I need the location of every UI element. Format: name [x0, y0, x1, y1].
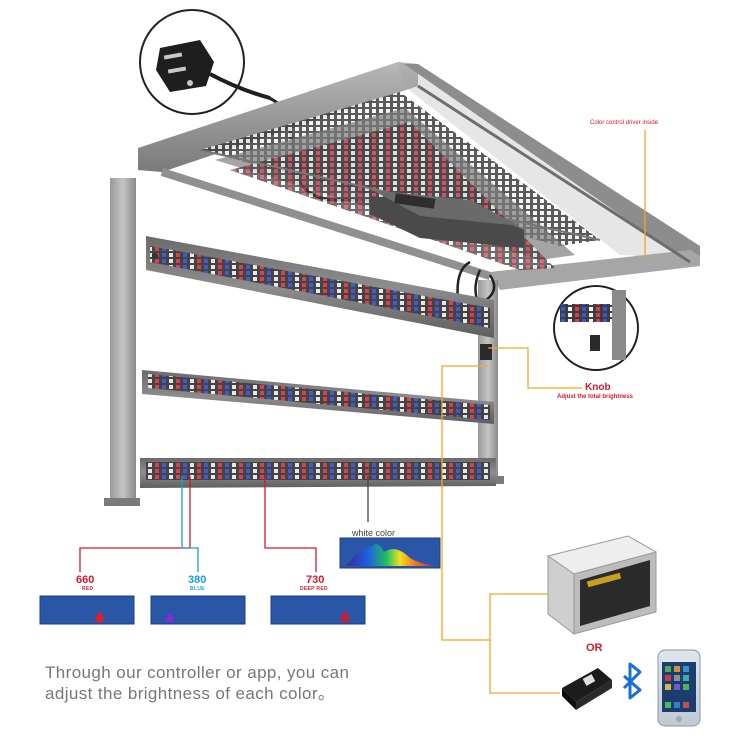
caption-line-2: adjust the brightness of each color。	[45, 684, 336, 703]
channel-730-nm: 730	[306, 574, 325, 586]
wifi-dongle-icon	[562, 668, 612, 710]
color-driver-label: Color control driver inside	[590, 120, 659, 126]
or-label: OR	[586, 642, 603, 654]
blue-380-line	[181, 476, 199, 572]
knob-subtitle: Adjust the total brightness	[557, 394, 634, 400]
red-660-line	[79, 476, 191, 572]
knob-title: Knob	[585, 382, 611, 393]
spectrum-660	[39, 595, 135, 625]
channel-660-name: RED	[82, 586, 94, 592]
channel-660-nm: 660	[76, 574, 95, 586]
caption-line-1: Through our controller or app, you can	[45, 663, 350, 682]
knob-zoom-inset	[553, 285, 639, 371]
left-post	[110, 178, 136, 504]
top-frame	[138, 62, 700, 290]
orange-leader-lines	[441, 130, 646, 694]
power-plug-icon	[156, 40, 214, 92]
channel-730-name: DEEP RED	[300, 586, 328, 592]
spectrum-white	[339, 537, 441, 569]
led-bar-2	[142, 370, 494, 424]
knob-device	[480, 344, 492, 360]
smartphone-icon	[657, 649, 701, 727]
bluetooth-icon	[622, 662, 642, 700]
caption: Through our controller or app, you can a…	[45, 662, 465, 704]
channel-380-nm: 380	[188, 574, 207, 586]
controller-box-icon	[546, 535, 658, 636]
led-bar-3	[140, 458, 496, 488]
spectrum-380	[150, 595, 246, 625]
white-color-label: white color	[352, 528, 396, 538]
channel-380-name: BLUE	[190, 586, 205, 592]
power-plug-inset	[139, 9, 271, 115]
spectrum-730	[270, 595, 366, 625]
deep-red-730-line	[264, 476, 317, 572]
led-bar-1	[146, 236, 494, 338]
